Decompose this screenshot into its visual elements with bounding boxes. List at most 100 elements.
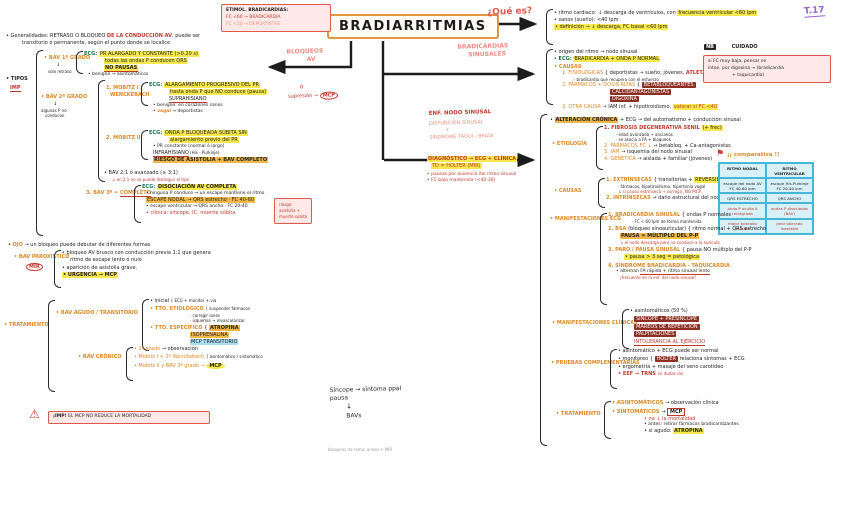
note-line: • origen del ritmo → nodo sinusal xyxy=(554,49,718,56)
note-line: • TRATAMIENTO xyxy=(556,411,601,418)
note-line: si FC muy baja, pensar en xyxy=(708,59,826,66)
note-line: • PRUEBAS COMPLEMENTARIAS xyxy=(551,360,640,367)
note-line: • PR constante (normal ó largo) xyxy=(153,144,268,150)
note-segment: • xyxy=(554,55,559,62)
note-line: ↳ en 2:1 no se puede distinguir el tipo xyxy=(112,177,189,182)
note-line: • ergometría + masaje del seno carotídeo xyxy=(618,364,745,371)
note-segment: TD = HOLTER (MIR) xyxy=(431,162,482,169)
bav-cronico-brace xyxy=(126,347,133,381)
note-line: 3. IAM → isquemia del nodo sinusal xyxy=(604,149,731,156)
note-line: AV xyxy=(292,55,330,64)
tratamiento-ens-content: • ASINTOMÁTICOS → observación clínica• S… xyxy=(612,400,739,435)
bav1-brace xyxy=(76,51,83,74)
note-segment: muerte súbita xyxy=(279,214,308,219)
note-segment: ECG: xyxy=(149,82,164,88)
note-segment: • clínica: síncope, IC, muerte súbita xyxy=(146,209,236,216)
note-segment: • xyxy=(8,242,13,248)
note-segment: AV xyxy=(306,55,316,64)
note-line: DIGOXINA xyxy=(610,95,718,103)
topic-number: T.17 xyxy=(803,5,826,18)
note-line: • ninguna P conduce → un escape mantiene… xyxy=(146,191,264,197)
note-segment: ISOPRENALINA xyxy=(190,332,229,339)
note-segment: DISOCIACIÓN AV COMPLETA xyxy=(156,184,238,190)
note-segment: MCP xyxy=(319,91,339,100)
clinicas-brace xyxy=(622,309,629,349)
note-line: ↓ xyxy=(56,62,90,69)
note-segment: ECG: xyxy=(149,130,164,136)
note-segment: HOLTER xyxy=(654,355,678,362)
tratamiento-ens-label: • TRATAMIENTO xyxy=(556,411,601,418)
note-line: · bradicardia que recupera con el esfuer… xyxy=(574,77,718,82)
note-line: • BAV PAROXÍSTICO xyxy=(14,254,69,261)
sinus-content: • origen del ritmo → nodo sinusal• ECG: … xyxy=(554,49,719,110)
note-segment: • sanos (sueño): <40 lpm xyxy=(554,16,619,23)
note-segment: SUPRAHISIANO xyxy=(169,95,207,103)
note-segment: MCP TRANSITORIO xyxy=(190,338,239,345)
note-segment: • inicial xyxy=(150,298,171,304)
note-line: transitorio ó permanente, según el punto… xyxy=(22,40,200,47)
note-segment: asistolia + xyxy=(279,208,301,213)
note-line: • BAV 1º GRADO xyxy=(44,55,90,62)
note-segment: • EEF → TRNS xyxy=(618,371,658,378)
note-line: ó xyxy=(300,82,338,91)
note-line: 1. FISIOLÓGICAS { deportistas → sueño, j… xyxy=(562,70,718,77)
note-segment: • pausa > 3 seg = patológica xyxy=(624,253,701,260)
note-segment: • no ↓ la mortalidad xyxy=(644,415,696,422)
note-segment: → observación clínica xyxy=(665,400,719,406)
note-line: 2. INTRÍNSECAS → daño estructural del no… xyxy=(606,195,746,202)
note-segment: { suspender fármacos xyxy=(205,305,250,311)
note-segment: 1. xyxy=(604,125,612,131)
note-segment: BETABLOQUEANTES xyxy=(641,82,696,89)
note-segment: BLOQUEOS xyxy=(286,47,324,56)
note-line: • ALTERACIÓN CRÓNICA + ECG → del automat… xyxy=(550,117,741,124)
definition-brace xyxy=(546,9,553,45)
note-segment: , puede ser xyxy=(172,33,201,39)
causas-content: 1. EXTRÍNSECAS { transitorias + REVERSIB… xyxy=(606,177,746,201)
note-segment: ¡IMP! xyxy=(53,414,69,419)
bav-paroxistico-content: • bloqueo AV brusco con conducción previ… xyxy=(62,250,211,279)
note-segment: DIAGNÓSTICO → ECG + CLÍNICA xyxy=(427,156,518,162)
note-line: 2. BSA (bloqueo sinoauricular) { ritmo n… xyxy=(608,226,766,233)
note-segment: → IAM inf. + hipotiroidismo, xyxy=(602,103,673,110)
tipos-brace xyxy=(36,50,43,236)
note-line: + taquicardia) xyxy=(732,73,826,80)
definition-list: • ritmo cardiaco: ↓ descarga de ventrícu… xyxy=(554,10,758,30)
note-segment: • escape ventricular → QRS ancho · FC 20… xyxy=(146,203,248,209)
note-line: · corregir iones xyxy=(190,313,250,318)
note-line: · se asocia a FA + bloqueos xyxy=(616,137,731,142)
note-line: SÍNDROME TAQUI - BRADI xyxy=(429,133,493,141)
note-segment: • BAV 2º GRADO xyxy=(41,94,88,100)
ecg-content: 1. BRADICARDIA SINUSAL { ondas P normale… xyxy=(608,212,766,281)
note-line: bloqueos de rama: anexo + MIR xyxy=(328,447,392,452)
note-line: ETIMOL. BRADICARDIAS: xyxy=(226,8,326,15)
note-segment: 2. FÁRMACOS + DOSIS ALTAS xyxy=(562,82,637,89)
etymology-note-box: ETIMOL. BRADICARDIAS:FC <60 → BRADICARDI… xyxy=(221,4,331,33)
note-segment: PALPITACIONES xyxy=(634,331,677,338)
note-segment: · corregir iones xyxy=(190,312,220,318)
note-line: ¡frecuente en la enf. del nodo sinusal! xyxy=(620,275,766,280)
note-line: CALCIOANTAGONISTAS xyxy=(610,89,718,96)
note-line: 4. SÍNDROME BRADICARDIA - TAQUICARDIA xyxy=(608,263,766,270)
note-line: • CAUSAS xyxy=(554,64,718,71)
note-segment: • BAV 2:1 ó avanzado (≥ 3:1) xyxy=(104,170,178,176)
note-line: 2. FÁRMACOS FC ↓ → betabloq. + Ca-antago… xyxy=(604,143,731,150)
note-line: todas las ondas P conducen QRS xyxy=(104,57,199,65)
note-line: • EEF → TRNS (si dudas dx) xyxy=(618,371,745,378)
note-segment: • SINTOMÁTICOS xyxy=(612,408,662,415)
note-line: • BAV AGUDO / TRANSITORIO xyxy=(56,310,138,317)
note-segment: FIBROSIS DEGENERATIVA SENIL xyxy=(611,125,702,131)
note-segment: ETIMOL. BRADICARDIAS: xyxy=(226,8,289,13)
note-segment: ECG: xyxy=(84,51,99,57)
note-segment: • Mobitz I + 2º Wenckebach xyxy=(134,353,206,360)
bav2-extra-note: • BAV 2:1 ó avanzado (≥ 3:1)↳ en 2:1 no … xyxy=(104,170,189,182)
note-line: 3. PARO / PAUSA SINUSAL { pausa NO múlti… xyxy=(608,247,766,254)
note-line: • alternan FA rápida + ritmo sinusal len… xyxy=(616,269,766,276)
note-segment: • BAV AGUDO / TRANSITORIO xyxy=(56,310,139,316)
note-segment: OJO xyxy=(12,242,23,248)
note-segment: • CAUSAS xyxy=(554,63,582,70)
